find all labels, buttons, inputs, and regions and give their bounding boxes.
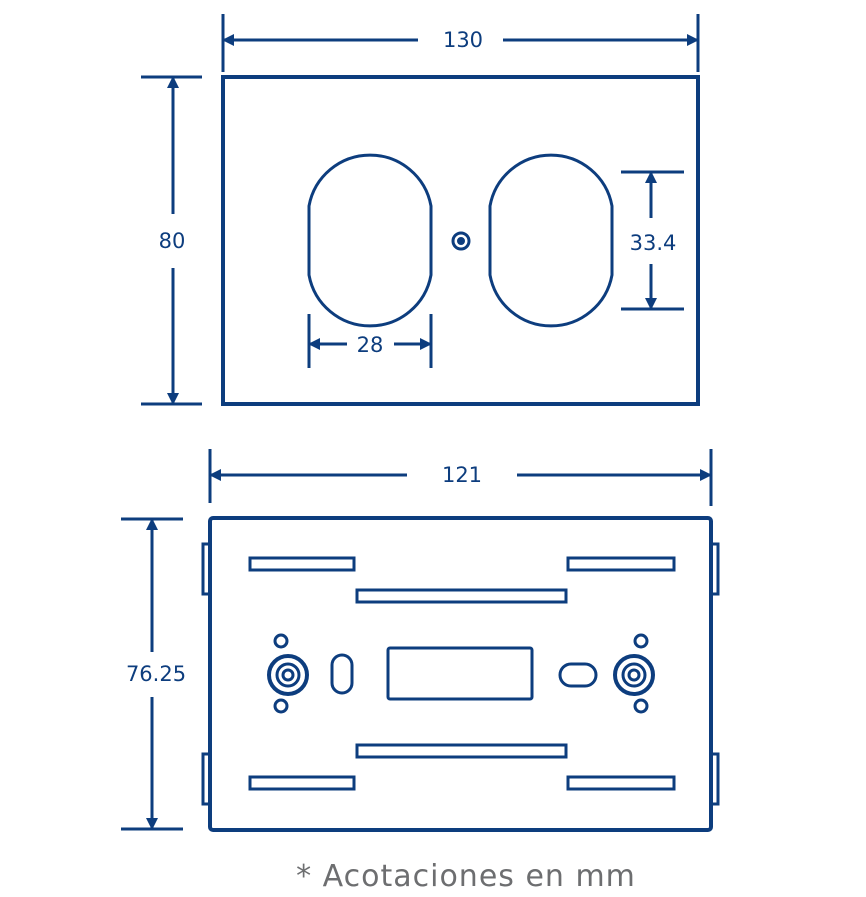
dimension-plate-height	[121, 517, 183, 831]
side-tab-left-bottom	[201, 752, 212, 806]
side-tab-right-bottom	[709, 752, 720, 806]
plate-height-label: 76.25	[126, 662, 186, 686]
units-note: * Acotaciones en mm	[296, 859, 636, 894]
mounting-plate-view	[201, 516, 720, 832]
left-screw-assembly	[267, 633, 309, 714]
faceplate-width-label: 130	[443, 28, 483, 52]
slot-lower-center	[355, 743, 568, 759]
dimension-opening-width	[307, 314, 433, 368]
slot-top-left	[248, 556, 356, 572]
faceplate-height-label: 80	[159, 229, 186, 253]
faceplate-view	[221, 75, 700, 406]
dimension-faceplate-width	[221, 14, 700, 72]
dimension-plate-width	[208, 449, 713, 506]
slot-bottom-left	[248, 775, 356, 791]
outlet-opening-left	[307, 153, 433, 328]
slot-upper-center	[355, 588, 568, 604]
horizontal-oblong-hole	[558, 662, 598, 688]
mounting-plate-outline	[208, 516, 713, 832]
opening-height-label: 33.4	[630, 231, 677, 255]
slot-top-right	[566, 556, 676, 572]
dimension-faceplate-height	[141, 75, 202, 406]
side-tab-right-top	[709, 542, 720, 596]
dimension-opening-height	[621, 170, 684, 311]
side-tab-left-top	[201, 542, 212, 596]
slot-bottom-right	[566, 775, 676, 791]
opening-width-label: 28	[357, 333, 384, 357]
plate-width-label: 121	[442, 463, 482, 487]
vertical-oblong-hole	[330, 653, 354, 695]
center-rect-opening	[386, 646, 534, 701]
faceplate-outline	[221, 75, 700, 406]
right-screw-assembly	[613, 633, 655, 714]
outlet-opening-right	[488, 153, 614, 328]
center-screw-hole	[451, 231, 471, 251]
